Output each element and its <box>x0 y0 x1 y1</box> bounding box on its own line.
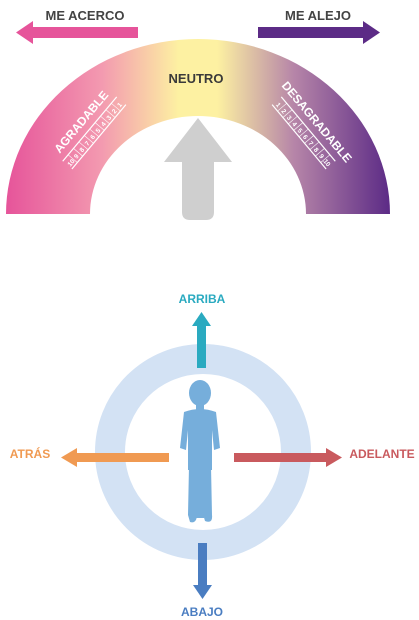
pleasant-scale-number: 10 <box>67 158 77 168</box>
approach-label: ME ACERCO <box>46 8 125 23</box>
move-away-arrow <box>258 21 380 44</box>
unpleasant-scale-number: 1 <box>274 102 282 110</box>
unpleasant-scale-number: 7 <box>306 140 314 148</box>
neutral-label: NEUTRO <box>169 71 224 86</box>
pleasant-scale-number: 3 <box>105 114 113 122</box>
pleasant-scale-number: 5 <box>95 127 103 135</box>
pleasant-scale-divider <box>89 128 100 138</box>
unpleasant-scale-divider <box>304 135 314 144</box>
pleasant-scale-number: 8 <box>78 146 86 154</box>
unpleasant-scale-number: 10 <box>321 158 331 168</box>
pleasant-scale-divider <box>111 103 121 112</box>
pleasant-scale-number: 7 <box>84 140 92 148</box>
person-silhouette-icon <box>180 380 220 523</box>
approach-arrow <box>16 21 138 44</box>
forward-label: ADELANTE <box>349 447 414 461</box>
pleasant-scale-number: 6 <box>89 134 97 142</box>
down-arrow <box>193 543 212 599</box>
pleasant-scale-divider <box>84 135 94 144</box>
unpleasant-scale-number: 8 <box>312 147 320 155</box>
backward-label: ATRÁS <box>10 446 50 461</box>
unpleasant-scale-number: 5 <box>296 127 304 135</box>
pleasant-scale-divider <box>105 109 116 118</box>
pleasant-scale-number: 1 <box>116 101 124 109</box>
unpleasant-scale-number: 9 <box>317 153 325 161</box>
unpleasant-scale-number: 4 <box>290 121 298 129</box>
unpleasant-scale-number: 6 <box>301 134 309 142</box>
unpleasant-scale-divider <box>277 103 287 112</box>
pleasant-scale-divider <box>100 115 110 125</box>
down-label: ABAJO <box>181 605 223 619</box>
unpleasant-scale-divider <box>288 115 298 125</box>
pleasant-scale-divider <box>73 148 83 157</box>
pleasant-scale-divider <box>78 141 89 150</box>
unpleasant-scale-divider <box>293 122 304 131</box>
pleasant-scale-number: 9 <box>73 153 81 161</box>
unpleasant-scale-divider <box>309 141 320 150</box>
neutral-up-arrow <box>164 118 232 220</box>
unpleasant-scale-divider <box>282 109 293 118</box>
up-label: ARRIBA <box>179 292 226 306</box>
unpleasant-scale-divider <box>315 148 325 157</box>
emotion-arc <box>6 39 390 214</box>
unpleasant-scale-number: 2 <box>279 108 287 116</box>
forward-arrow <box>234 448 342 467</box>
up-arrow <box>192 312 211 368</box>
unpleasant-scale-number: 3 <box>285 114 293 122</box>
pleasant-scale-number: 2 <box>111 108 119 116</box>
backward-arrow <box>61 448 169 467</box>
pleasant-scale-divider <box>67 154 78 163</box>
move-away-label: ME ALEJO <box>285 8 351 23</box>
unpleasant-scale-divider <box>298 128 309 138</box>
pleasant-scale-number: 4 <box>100 121 108 129</box>
pleasant-scale-divider <box>94 122 105 131</box>
unpleasant-scale-divider <box>320 154 331 163</box>
